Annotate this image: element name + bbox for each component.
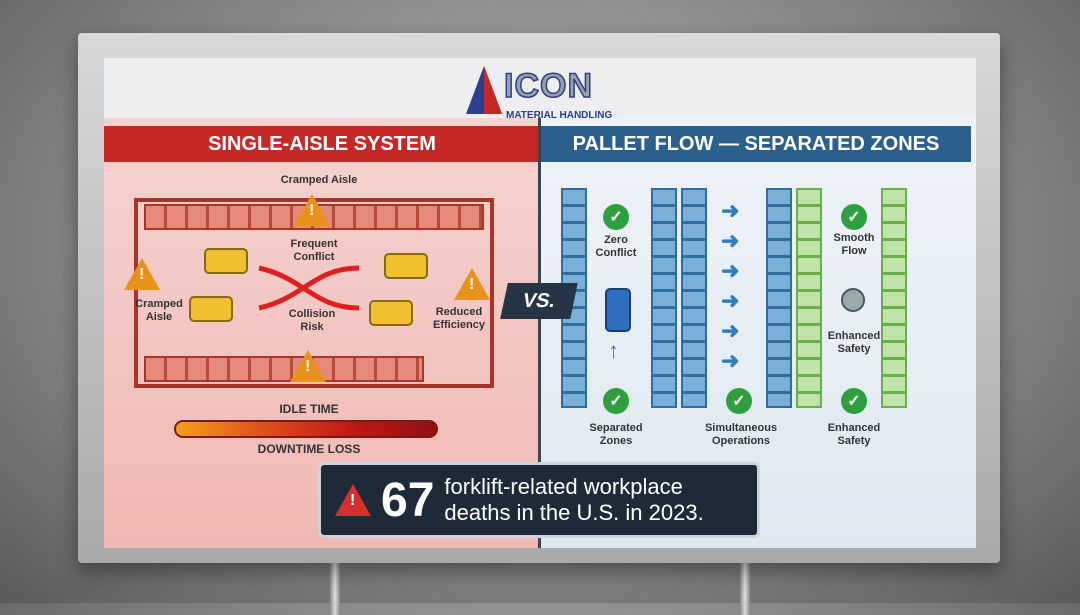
warning-icon: ! (290, 350, 326, 382)
check-icon: ✓ (603, 388, 629, 414)
label-cramped-aisle: Cramped Aisle (135, 298, 183, 323)
check-icon: ✓ (841, 388, 867, 414)
label-downtime-loss: DOWNTIME LOSS (257, 442, 361, 456)
worker-icon (841, 288, 865, 312)
left-panel-title: SINGLE-AISLE SYSTEM (104, 126, 540, 162)
flow-arrow-icon: ➜ (721, 348, 740, 373)
flow-arrow-icon: ➜ (721, 228, 740, 253)
death-count: 67 (381, 473, 435, 527)
infographic-board: ICON MATERIAL HANDLING SINGLE-AISLE SYST… (104, 58, 976, 548)
warning-icon: ! (294, 194, 330, 226)
panel-divider (538, 118, 541, 548)
warning-icon: ! (124, 258, 160, 290)
label-smooth-flow: Smooth Flow (833, 232, 875, 257)
statistic-text: forklift-related workplace deaths in the… (444, 474, 704, 525)
flow-rack (766, 188, 792, 408)
stand-leg (330, 555, 340, 615)
label-separated-zones: Separated Zones (589, 422, 643, 447)
flow-rack-green (796, 188, 822, 408)
up-arrow-icon: ↑ (608, 338, 619, 363)
forklift-icon (189, 296, 233, 322)
label-cramped-aisle: Cramped Aisle (280, 174, 358, 186)
check-icon: ✓ (726, 388, 752, 414)
label-zero-conflict: Zero Conflict (595, 234, 637, 259)
downtime-gradient-bar (174, 420, 438, 438)
forklift-icon (369, 300, 413, 326)
warning-icon: ! (335, 484, 371, 516)
check-icon: ✓ (603, 204, 629, 230)
label-frequent-conflict: Frequent Conflict (290, 238, 338, 263)
forklift-icon (204, 248, 248, 274)
check-icon: ✓ (841, 204, 867, 230)
flow-rack (681, 188, 707, 408)
logo-subtitle: MATERIAL HANDLING (506, 110, 613, 121)
board-frame: ICON MATERIAL HANDLING SINGLE-AISLE SYST… (78, 33, 1000, 563)
label-simultaneous-operations: Simultaneous Operations (704, 422, 778, 447)
forklift-icon (384, 253, 428, 279)
flow-arrow-icon: ➜ (721, 318, 740, 343)
forklift-icon (605, 288, 631, 332)
label-collision-risk: Collision Risk (288, 308, 336, 333)
conflict-arrows (258, 265, 360, 311)
warning-icon: ! (454, 268, 490, 300)
logo-text: ICON (503, 67, 593, 105)
flow-arrow-icon: ➜ (721, 258, 740, 283)
flow-arrow-icon: ➜ (721, 198, 740, 223)
flow-rack (651, 188, 677, 408)
icon-logo: ICON MATERIAL HANDLING (464, 64, 634, 124)
flow-arrow-icon: ➜ (721, 288, 740, 313)
label-reduced-efficiency: Reduced Efficiency (433, 306, 485, 331)
label-idle-time: IDLE TIME (279, 402, 339, 416)
vs-badge: VS. (500, 283, 578, 319)
label-enhanced-safety: Enhanced Safety (827, 422, 881, 447)
label-enhanced-safety: Enhanced Safety (827, 330, 881, 355)
right-panel-title: PALLET FLOW — SEPARATED ZONES (541, 126, 971, 162)
statistic-banner: ! 67 forklift-related workplace deaths i… (318, 462, 760, 538)
stand-leg (740, 555, 750, 615)
rack-bottom (144, 356, 424, 382)
flow-rack-green (881, 188, 907, 408)
